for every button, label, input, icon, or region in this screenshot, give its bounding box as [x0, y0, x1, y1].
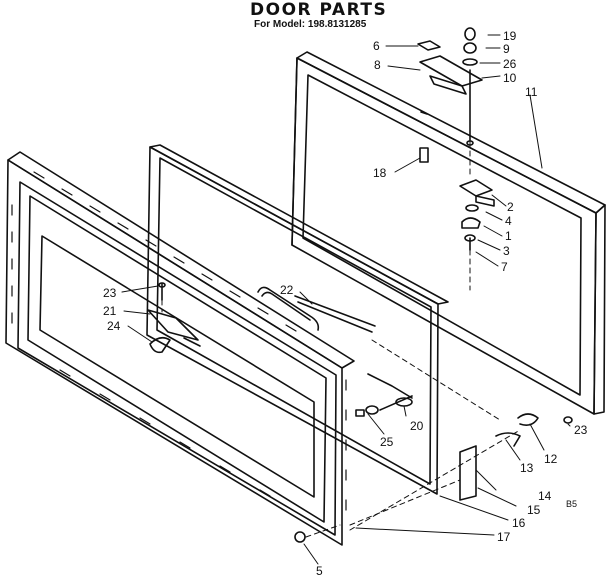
callout-22: 22 [280, 283, 294, 297]
lower-hinge-assembly [459, 413, 573, 501]
hinge-hardware-top [417, 27, 483, 163]
latch-hardware [147, 282, 201, 354]
hinge-pin [294, 531, 306, 543]
callout-17: 17 [497, 530, 511, 544]
callout-25: 25 [380, 435, 394, 449]
callout-3: 3 [503, 244, 510, 258]
callout-19: 19 [503, 29, 517, 43]
door-handle-rod [257, 286, 376, 333]
callout-18: 18 [373, 166, 387, 180]
callout-23-hinge: 23 [574, 423, 588, 437]
callout-20: 20 [410, 419, 424, 433]
callout-21: 21 [103, 304, 117, 318]
hinge-hardware-right [459, 179, 495, 251]
leader-lines [121, 34, 571, 565]
callout-11: 11 [525, 85, 538, 99]
corner-mark: B5 [566, 499, 577, 509]
diagram-subtitle: For Model: 198.8131285 [254, 19, 367, 30]
callout-4: 4 [505, 214, 512, 228]
callout-1: 1 [505, 229, 512, 243]
callout-16: 16 [512, 516, 526, 530]
callout-8: 8 [374, 58, 381, 72]
latch-spring-assembly [355, 373, 413, 417]
callout-23-latch: 23 [103, 286, 117, 300]
front-door-panel [5, 151, 355, 546]
callout-5: 5 [316, 564, 323, 575]
callout-26: 26 [503, 57, 517, 71]
callout-14: 14 [538, 489, 552, 503]
callout-12: 12 [544, 452, 558, 466]
callout-15: 15 [527, 503, 541, 517]
callout-7: 7 [501, 260, 508, 274]
callout-24: 24 [107, 319, 121, 333]
callout-6: 6 [373, 39, 380, 53]
callout-9: 9 [503, 42, 510, 56]
door-gasket-frame [146, 144, 449, 495]
assembly-guide-lines [161, 69, 521, 538]
rear-door-panel [291, 51, 606, 415]
callout-13: 13 [520, 461, 534, 475]
callout-2: 2 [507, 200, 514, 214]
callout-10: 10 [503, 71, 517, 85]
diagram-title: DOOR PARTS [250, 0, 388, 20]
